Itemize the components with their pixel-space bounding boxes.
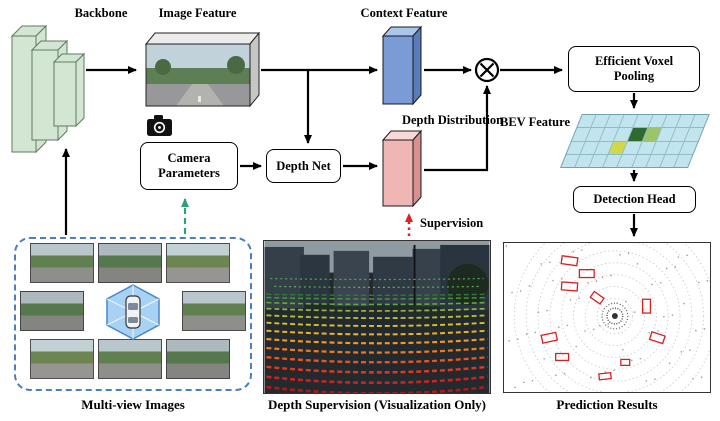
bev-feature-label: BEV Feature [499, 115, 571, 129]
ego-cluster [601, 302, 629, 330]
multi-view-image [30, 243, 94, 283]
prediction-box [555, 352, 570, 362]
efficient-voxel-pooling-box: Efficient Voxel Pooling [568, 46, 700, 92]
multi-view-caption: Multi-view Images [81, 397, 185, 412]
multi-view-image [182, 291, 246, 331]
prediction-box [641, 298, 652, 314]
multi-view-image [30, 339, 94, 379]
backbone-blocks [10, 24, 86, 154]
multi-view-image [98, 243, 162, 283]
ego-car-diagram [106, 284, 160, 340]
prediction-box [560, 255, 579, 267]
context-feature-label: Context Feature [360, 6, 448, 20]
multi-view-image [20, 291, 84, 331]
prediction-boxes [540, 255, 666, 381]
multi-view-image [166, 339, 230, 379]
camera-parameters-box: Camera Parameters [140, 142, 238, 190]
depth-distribution-label: Depth Distribution [401, 113, 504, 127]
lidar-speckles [270, 277, 484, 288]
bev-grid [560, 114, 710, 168]
prediction-box [540, 331, 559, 344]
camera-icon [147, 115, 172, 136]
detection-head-label: Detection Head [593, 192, 676, 207]
depth-supervision-image [263, 240, 491, 394]
depth-distribution-slab [381, 129, 423, 208]
camera-parameters-label: Camera Parameters [158, 151, 220, 180]
prediction-results-image [503, 242, 711, 393]
backbone-label: Backbone [74, 6, 128, 20]
prediction-box [598, 371, 612, 381]
supervision-label: Supervision [420, 216, 484, 230]
efficient-voxel-pooling-label: Efficient Voxel Pooling [594, 54, 674, 83]
prediction-box [648, 331, 666, 345]
prediction-box [578, 269, 595, 279]
prediction-box [589, 290, 605, 305]
prediction-scatter [505, 245, 709, 389]
context-feature-slab [381, 25, 423, 106]
car-icon [125, 295, 141, 329]
lidar-rings [513, 243, 710, 392]
multi-view-image [166, 243, 230, 283]
multiply-icon [474, 57, 500, 83]
image-feature-slab [144, 31, 261, 108]
multi-view-container [14, 237, 252, 391]
arrows [62, 66, 638, 237]
prediction-results-caption: Prediction Results [556, 397, 658, 412]
image-feature-label: Image Feature [158, 6, 237, 20]
depth-net-label: Depth Net [276, 158, 331, 173]
depth-supervision-caption: Depth Supervision (Visualization Only) [267, 397, 487, 412]
detection-head-box: Detection Head [573, 186, 696, 213]
multi-view-image [98, 339, 162, 379]
depth-net-box: Depth Net [266, 149, 341, 183]
lidar-lines [266, 293, 488, 393]
prediction-box [560, 281, 579, 292]
prediction-box [620, 358, 631, 366]
